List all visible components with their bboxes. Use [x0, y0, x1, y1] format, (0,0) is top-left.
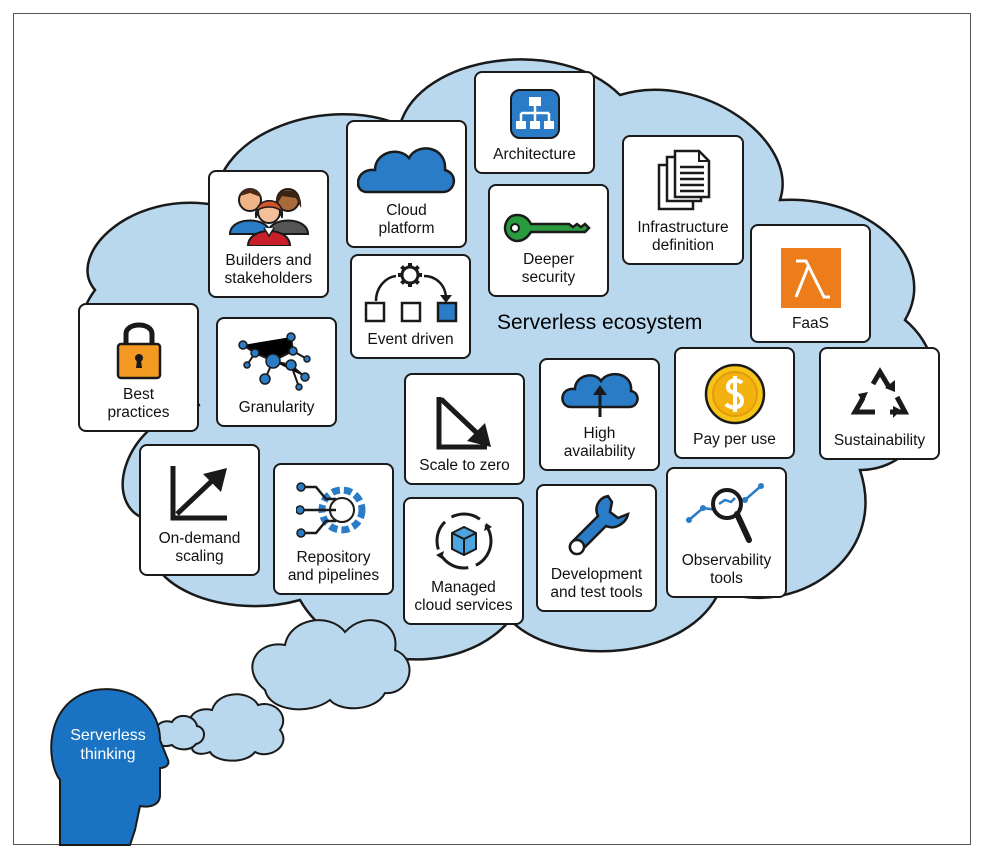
ecosystem-title: Serverless ecosystem: [497, 311, 703, 334]
lambda-icon: [780, 248, 841, 308]
card-label: Granularity: [238, 399, 315, 416]
head-silhouette: [50, 688, 170, 846]
growth-arrow-icon: [170, 466, 227, 521]
card-label: Observability tools: [681, 552, 772, 587]
key-icon: [503, 213, 591, 243]
card-label: Pay per use: [693, 431, 776, 448]
card-best-practices: Best practices: [78, 303, 199, 432]
card-pay-per-use: Pay per use: [674, 347, 795, 459]
card-granularity: Granularity: [216, 317, 337, 427]
card-architecture: Architecture: [474, 71, 595, 174]
nodes-icon: [237, 332, 311, 391]
card-development-test-tools: Development and test tools: [536, 484, 657, 612]
card-label: On-demand scaling: [158, 530, 241, 565]
card-label: Event driven: [367, 331, 454, 348]
dollar-coin-icon: [704, 363, 765, 425]
cloud-icon: [356, 147, 455, 194]
card-label: Best practices: [107, 386, 170, 421]
card-label: Architecture: [493, 146, 576, 163]
card-high-availability: High availability: [539, 358, 660, 471]
card-infrastructure-definition: Infrastructure definition: [622, 135, 744, 265]
architecture-icon: [509, 89, 560, 139]
thinking-label: Serverless thinking: [70, 727, 146, 763]
card-label: Cloud platform: [378, 202, 435, 237]
card-label: Sustainability: [833, 432, 926, 449]
card-label: Infrastructure definition: [637, 219, 729, 254]
card-builders-stakeholders: Builders and stakeholders: [208, 170, 329, 298]
card-managed-cloud-services: Managed cloud services: [403, 497, 524, 625]
magnifier-chart-icon: [685, 483, 764, 543]
event-flow-icon: [364, 263, 457, 323]
figure-frame: [13, 13, 971, 845]
documents-icon: [657, 149, 711, 211]
card-label: Managed cloud services: [414, 579, 513, 614]
card-scale-to-zero: Scale to zero: [404, 373, 525, 485]
card-label: Builders and stakeholders: [224, 252, 313, 287]
card-observability-tools: Observability tools: [666, 467, 787, 598]
card-repository-pipelines: Repository and pipelines: [273, 463, 394, 595]
people-icon: [228, 188, 309, 246]
wrench-icon: [568, 494, 630, 556]
card-on-demand-scaling: On-demand scaling: [139, 444, 260, 576]
cloud-upload-icon: [560, 372, 639, 417]
gear-circuit-icon: [295, 482, 365, 538]
card-cloud-platform: Cloud platform: [346, 120, 467, 248]
card-label: FaaS: [791, 315, 830, 332]
padlock-icon: [116, 322, 161, 380]
card-event-driven: Event driven: [350, 254, 471, 359]
card-label: Development and test tools: [550, 566, 643, 601]
card-faas: FaaS: [750, 224, 871, 343]
recycle-icon: [850, 367, 909, 418]
box-cycle-icon: [435, 512, 492, 570]
card-label: Repository and pipelines: [287, 549, 380, 584]
card-label: High availability: [563, 425, 636, 460]
arrow-down-right-icon: [436, 397, 491, 450]
card-label: Deeper security: [521, 251, 576, 286]
card-label: Scale to zero: [419, 457, 510, 474]
card-deeper-security: Deeper security: [488, 184, 609, 297]
thought-bubbles: [154, 619, 411, 762]
card-sustainability: Sustainability: [819, 347, 940, 460]
